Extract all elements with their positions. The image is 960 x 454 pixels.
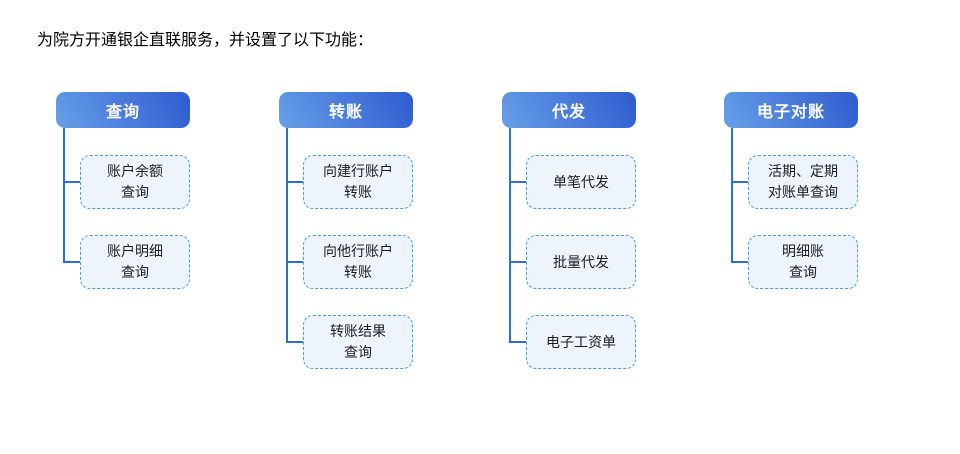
column-header-payroll: 代发 — [502, 92, 636, 128]
connector-line — [63, 261, 81, 263]
feature-node: 电子工资单 — [526, 315, 636, 369]
column-header-transfer: 转账 — [279, 92, 413, 128]
feature-node: 活期、定期 对账单查询 — [748, 155, 858, 209]
feature-column-query: 查询 账户余额 查询 账户明细 查询 — [56, 92, 196, 382]
connector-line — [731, 128, 733, 262]
feature-node: 向他行账户 转账 — [303, 235, 413, 289]
feature-node: 明细账 查询 — [748, 235, 858, 289]
connector-line — [509, 181, 527, 183]
feature-node: 单笔代发 — [526, 155, 636, 209]
connector-line — [63, 128, 65, 262]
feature-node: 账户明细 查询 — [80, 235, 190, 289]
connector-line — [286, 341, 304, 343]
feature-node: 转账结果 查询 — [303, 315, 413, 369]
feature-node: 批量代发 — [526, 235, 636, 289]
feature-column-transfer: 转账 向建行账户 转账 向他行账户 转账 转账结果 查询 — [279, 92, 419, 382]
connector-line — [63, 181, 81, 183]
connector-line — [286, 128, 288, 342]
feature-node: 账户余额 查询 — [80, 155, 190, 209]
feature-node: 向建行账户 转账 — [303, 155, 413, 209]
feature-column-reconciliation: 电子对账 活期、定期 对账单查询 明细账 查询 — [724, 92, 864, 382]
column-header-query: 查询 — [56, 92, 190, 128]
connector-line — [286, 261, 304, 263]
page-title: 为院方开通银企直联服务，并设置了以下功能： — [37, 32, 374, 49]
connector-line — [731, 181, 749, 183]
connector-line — [509, 341, 527, 343]
connector-line — [509, 261, 527, 263]
connector-line — [286, 181, 304, 183]
connector-line — [731, 261, 749, 263]
column-header-reconciliation: 电子对账 — [724, 92, 858, 128]
connector-line — [509, 128, 511, 342]
feature-column-payroll: 代发 单笔代发 批量代发 电子工资单 — [502, 92, 642, 382]
